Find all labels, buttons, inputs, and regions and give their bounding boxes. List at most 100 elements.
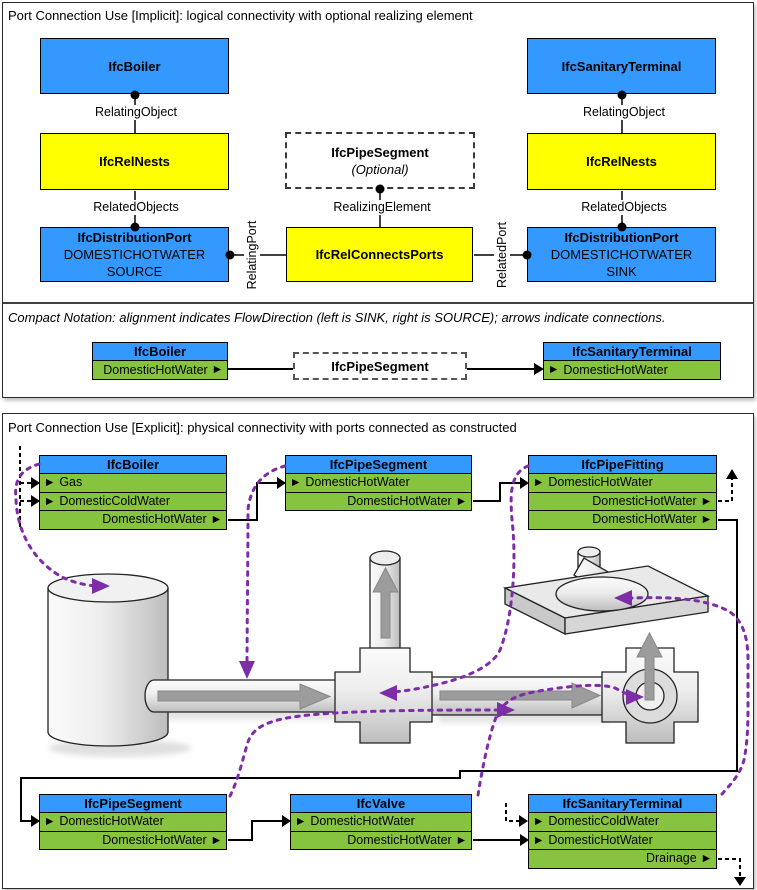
flow-arrow-icon: ▶ <box>457 495 465 507</box>
flow-arrow-icon: ▶ <box>46 495 54 507</box>
flow-arrow-icon: ▶ <box>550 364 558 376</box>
compact-boiler-title: IfcBoiler <box>93 343 227 360</box>
implicit-boiler-label: IfcBoiler <box>108 58 161 74</box>
flow-arrow-icon: ▶ <box>46 477 54 488</box>
implicit-section-title: Port Connection Use [Implicit]: logical … <box>8 8 473 23</box>
port-label: DomesticHotWater <box>347 493 452 508</box>
implicit-relconnects-label: IfcRelConnectsPorts <box>315 247 444 262</box>
flow-arrow-icon: ▶ <box>457 834 465 846</box>
relating-object-left-label: RelatingObject <box>74 105 198 120</box>
implicit-optional-label: (Optional) <box>351 161 409 177</box>
port-label: DomesticHotWater <box>102 512 207 526</box>
port-row: Drainage ▶ <box>529 849 716 868</box>
realizing-element-label: RealizingElement <box>320 200 444 215</box>
port-label: DomesticColdWater <box>59 493 170 508</box>
implicit-relnests-left-label: IfcRelNests <box>99 154 170 169</box>
port-source-flow: SOURCE <box>106 264 163 279</box>
port-row: DomesticHotWater ▶ <box>40 510 226 529</box>
implicit-relnests-right-box: IfcRelNests <box>527 133 716 190</box>
port-row: ▶DomesticHotWater <box>291 812 471 831</box>
implicit-terminal-label: IfcSanitaryTerminal <box>561 58 682 74</box>
table-title: IfcBoiler <box>40 456 226 473</box>
port-row: DomesticHotWater ▶ <box>286 491 471 511</box>
implicit-pipesegment-label: IfcPipeSegment <box>331 144 429 160</box>
table-title: IfcPipeSegment <box>40 795 226 812</box>
flow-arrow-icon: ▶ <box>702 495 710 507</box>
explicit-section-title: Port Connection Use [Explicit]: physical… <box>8 420 517 435</box>
port-label: DomesticHotWater <box>548 832 653 847</box>
port-label: DomesticHotWater <box>305 475 410 489</box>
flow-arrow-icon: ▶ <box>213 364 221 376</box>
port-row: ▶ DomesticHotWater <box>286 473 471 492</box>
port-row: ▶ DomesticColdWater <box>529 812 716 831</box>
port-label: DomesticHotWater <box>347 832 452 847</box>
port-label: Drainage <box>645 851 697 865</box>
port-row: DomesticHotWater ▶ <box>529 491 716 511</box>
table-title: IfcValve <box>291 795 471 812</box>
port-row: ▶ DomesticColdWater <box>40 491 226 511</box>
port-row: ▶ Gas <box>40 473 226 492</box>
port-label: DomesticHotWater <box>102 832 207 847</box>
table-title: IfcPipeFitting <box>529 456 716 473</box>
port-row: DomesticHotWater ▶ <box>40 830 226 850</box>
port-label: DomesticHotWater <box>548 475 653 489</box>
port-sink-system: DOMESTICHOTWATER <box>550 247 693 262</box>
implicit-relnests-right-label: IfcRelNests <box>586 154 657 169</box>
explicit-section-frame <box>2 413 754 889</box>
flow-arrow-icon: ▶ <box>535 816 543 827</box>
flow-arrow-icon: ▶ <box>46 816 54 827</box>
port-label: DomesticColdWater <box>548 814 659 828</box>
port-label: Gas <box>59 475 83 489</box>
flow-arrow-icon: ▶ <box>292 477 300 488</box>
port-label: DomesticHotWater <box>592 512 697 526</box>
implicit-terminal-box: IfcSanitaryTerminal <box>527 38 716 94</box>
table-title: IfcPipeSegment <box>286 456 471 473</box>
explicit-terminal-table: IfcSanitaryTerminal ▶ DomesticColdWater ▶… <box>528 794 717 869</box>
implicit-section-frame <box>2 2 754 398</box>
related-objects-right-label: RelatedObjects <box>562 200 686 215</box>
explicit-pipesegment-bottom-table: IfcPipeSegment ▶ DomesticHotWater Domesti… <box>39 794 227 850</box>
table-title: IfcSanitaryTerminal <box>529 795 716 812</box>
implicit-pipesegment-box: IfcPipeSegment (Optional) <box>285 132 475 189</box>
related-port-label: RelatedPort <box>494 216 510 294</box>
related-objects-left-label: RelatedObjects <box>74 200 198 215</box>
compact-boiler-port: DomesticHotWater ▶ <box>93 360 227 379</box>
flow-arrow-icon: ▶ <box>297 816 305 827</box>
compact-pipesegment-box: IfcPipeSegment <box>293 352 467 380</box>
compact-note: Compact Notation: alignment indicates Fl… <box>8 310 666 325</box>
flow-arrow-icon: ▶ <box>212 834 220 846</box>
port-row: DomesticHotWater ▶ <box>529 510 716 529</box>
port-row: ▶ DomesticHotWater <box>40 812 226 831</box>
flow-arrow-icon: ▶ <box>535 477 543 488</box>
port-label: DomesticHotWater <box>59 814 164 828</box>
implicit-relconnects-box: IfcRelConnectsPorts <box>286 227 473 282</box>
implicit-boiler-box: IfcBoiler <box>40 38 229 94</box>
relating-object-right-label: RelatingObject <box>562 105 686 120</box>
compact-terminal-port-label: DomesticHotWater <box>563 363 668 377</box>
implicit-port-sink-box: IfcDistributionPort DOMESTICHOTWATER SIN… <box>527 227 716 282</box>
port-sink-title: IfcDistributionPort <box>564 230 679 245</box>
flow-arrow-icon: ▶ <box>535 834 543 846</box>
compact-boiler-port-label: DomesticHotWater <box>103 363 208 377</box>
flow-arrow-icon: ▶ <box>702 514 710 525</box>
explicit-pipefitting-table: IfcPipeFitting ▶ DomesticHotWater Domesti… <box>528 455 717 530</box>
port-row: ▶ DomesticHotWater <box>529 473 716 492</box>
port-sink-flow: SINK <box>606 264 637 279</box>
compact-terminal-title: IfcSanitaryTerminal <box>544 343 720 360</box>
port-label: DomesticHotWater <box>592 493 697 508</box>
explicit-boiler-table: IfcBoiler ▶ Gas ▶ DomesticColdWater Domest… <box>39 455 227 530</box>
explicit-valve-table: IfcValve ▶DomesticHotWater DomesticHotWa… <box>290 794 472 850</box>
relating-port-label: RelatingPort <box>244 216 260 294</box>
implicit-relnests-left-box: IfcRelNests <box>40 133 229 190</box>
flow-arrow-icon: ▶ <box>212 514 220 525</box>
flow-arrow-icon: ▶ <box>702 853 710 864</box>
implicit-port-source-box: IfcDistributionPort DOMESTICHOTWATER SOU… <box>40 227 229 282</box>
compact-boiler-box: IfcBoiler DomesticHotWater ▶ <box>92 342 228 380</box>
compact-terminal-box: IfcSanitaryTerminal ▶ DomesticHotWater <box>543 342 721 380</box>
compact-pipesegment-label: IfcPipeSegment <box>331 358 429 374</box>
port-row: DomesticHotWater ▶ <box>291 830 471 850</box>
port-source-system: DOMESTICHOTWATER <box>63 247 206 262</box>
port-row: ▶ DomesticHotWater <box>529 830 716 850</box>
explicit-pipesegment-top-table: IfcPipeSegment ▶ DomesticHotWater Domesti… <box>285 455 472 511</box>
port-source-title: IfcDistributionPort <box>77 230 192 245</box>
